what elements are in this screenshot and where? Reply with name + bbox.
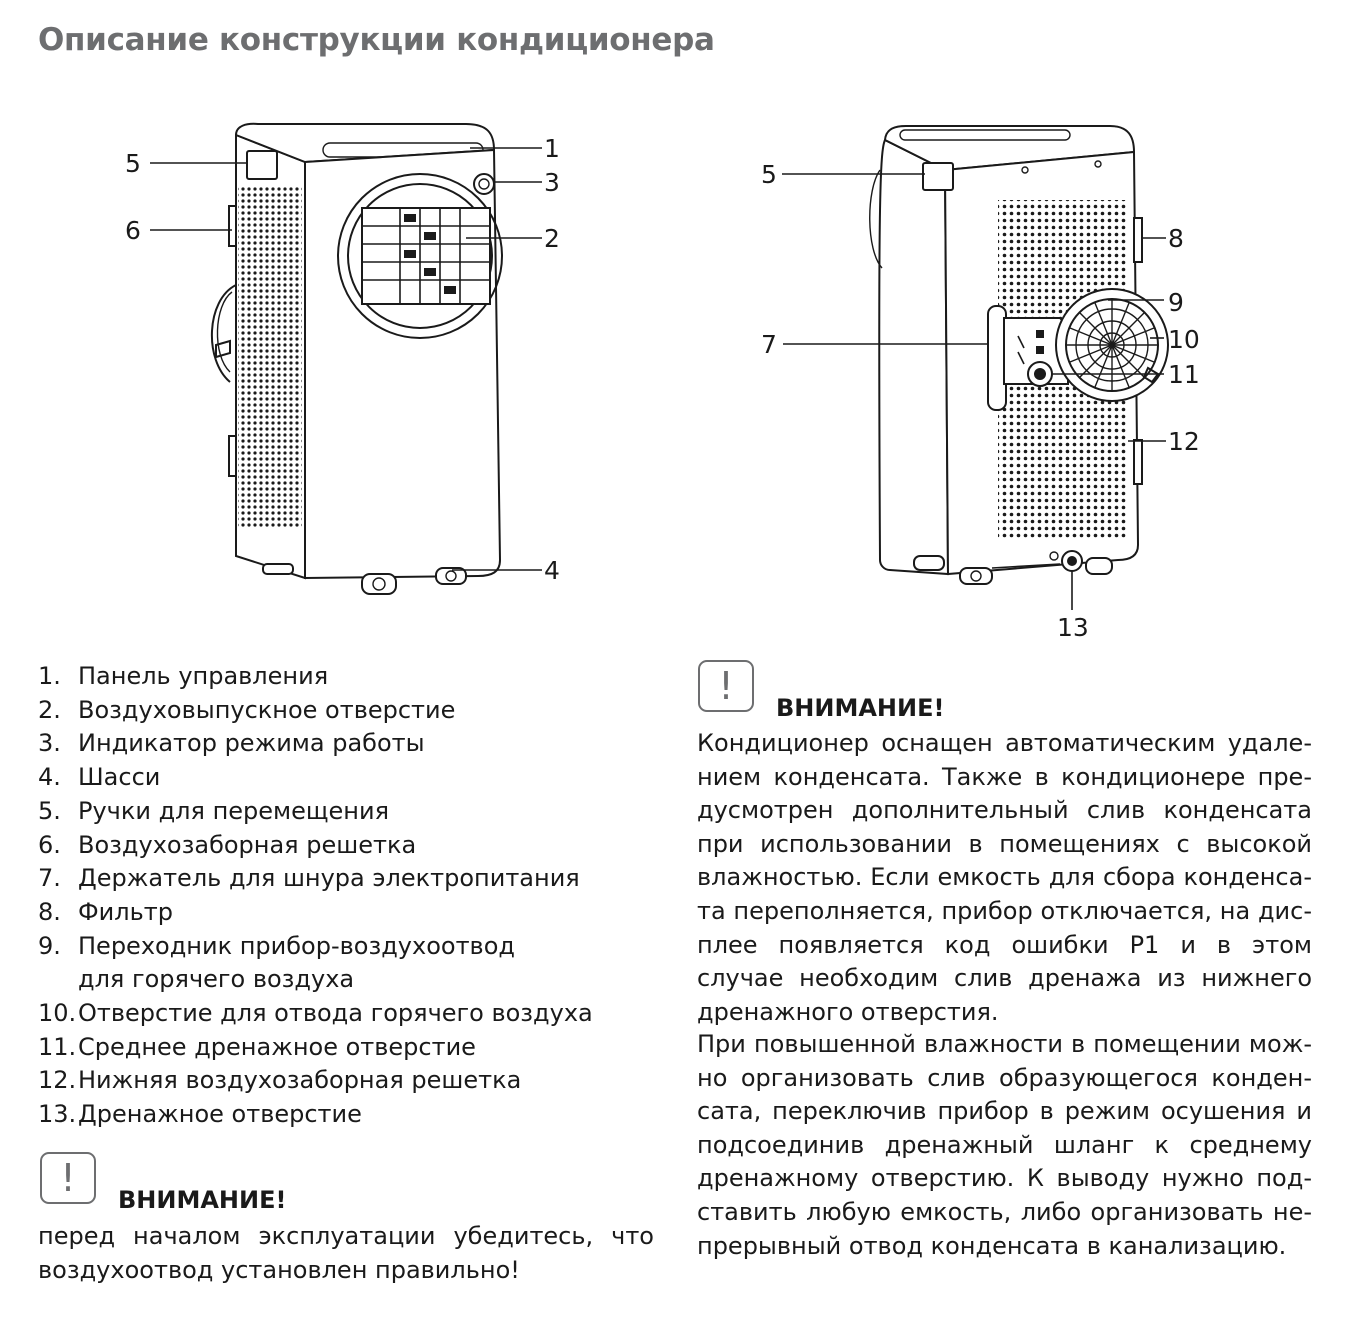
warning-paragraph-2: При повышенной влажности в помещении мож… (697, 1030, 1312, 1260)
front-wheels (262, 563, 467, 595)
warning-title: ВНИМАНИЕ! (118, 1186, 287, 1214)
list-item: 9.Переходник прибор-воздухоотвод для гор… (38, 931, 515, 994)
front-handle (246, 150, 278, 180)
back-label-11: 11 (1168, 360, 1200, 389)
list-item: 11.Среднее дренажное отверстие (38, 1032, 476, 1061)
back-view: 5 7 8 9 10 11 12 13 (761, 125, 1200, 642)
back-label-10: 10 (1168, 325, 1200, 354)
back-label-12: 12 (1168, 427, 1200, 456)
parts-list: 1.Панель управления 2.Воздуховыпускное о… (38, 660, 593, 1132)
hot-air-outlet (1055, 288, 1169, 402)
list-item: 4.Шасси (38, 763, 161, 792)
list-item: 7.Держатель для шнура электропитания (38, 864, 580, 893)
front-label-6: 6 (125, 216, 141, 245)
mode-indicator (473, 173, 495, 195)
front-label-2: 2 (544, 224, 560, 253)
air-conditioner-diagram: 5 6 1 3 2 4 (125, 122, 1200, 642)
list-item: 8.Фильтр (38, 897, 173, 926)
list-item: 12.Нижняя воздухозаборная решетка (38, 1066, 522, 1095)
warning-title: ВНИМАНИЕ! (776, 694, 945, 722)
front-label-5: 5 (125, 149, 141, 178)
list-item: 2.Воздуховыпускное отверстие (38, 695, 456, 724)
back-label-13: 13 (1057, 613, 1089, 642)
warning-icon: ! (40, 1152, 96, 1204)
back-handle (922, 162, 954, 191)
list-item: 5.Ручки для перемещения (38, 796, 390, 825)
warning-icon: ! (698, 660, 754, 712)
list-item: 6.Воздухозаборная решетка (38, 830, 417, 859)
back-label-5: 5 (761, 160, 777, 189)
front-louvers (361, 207, 491, 305)
front-label-1: 1 (544, 134, 560, 163)
warning-paragraph-1: Кондиционер оснащен автоматическим удале… (697, 729, 1312, 1026)
list-item: 3.Индикатор режима работы (38, 729, 425, 758)
list-item: 13.Дренажное отверстие (38, 1100, 362, 1129)
list-item: 1.Панель управления (38, 662, 329, 690)
front-label-3: 3 (544, 168, 560, 197)
filter (1133, 217, 1143, 263)
list-item: 10.Отверстие для отвода горячего воздуха (38, 999, 593, 1028)
warning-text: перед началом эксплуатации убедитесь, чт… (38, 1222, 654, 1284)
front-label-4: 4 (544, 556, 560, 585)
page-title: Описание конструкции кондиционера (38, 22, 715, 58)
back-label-7: 7 (761, 330, 777, 359)
front-view: 5 6 1 3 2 4 (125, 122, 560, 595)
back-label-9: 9 (1168, 288, 1184, 317)
back-label-8: 8 (1168, 224, 1184, 253)
